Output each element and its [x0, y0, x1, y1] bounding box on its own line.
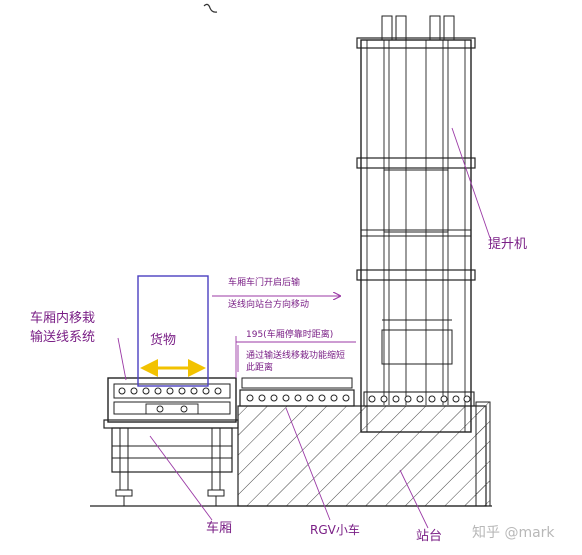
lift-rollers: [368, 395, 471, 403]
shrink-note-line-1: 通过输送线移栽功能缩短: [246, 351, 346, 361]
carriage-inner-label-1: 车厢内移栽: [30, 311, 96, 326]
lift-tower: [356, 15, 476, 433]
platform-ground: [90, 401, 492, 507]
shrink-note-line-2: 此距离: [246, 363, 274, 373]
carriage: [103, 377, 239, 506]
cargo-label: 货物: [150, 333, 177, 348]
carriage-rollers: [118, 387, 222, 395]
lift-label: 提升机: [488, 237, 528, 252]
carriage-label: 车厢: [206, 521, 233, 536]
leader-lines: [117, 127, 491, 529]
top-mark: [203, 3, 218, 13]
carriage-inner-label-2: 输送线系统: [30, 330, 96, 345]
door-note-line-1: 车厢车门开启后输: [228, 278, 301, 288]
rgv-cart: [239, 377, 355, 407]
platform-label: 站台: [416, 529, 443, 544]
watermark: 知乎 @mark: [472, 525, 555, 541]
distance-dimension: [235, 336, 356, 378]
rgv-label: RGV小车: [310, 523, 360, 537]
cargo-box: [137, 275, 209, 387]
door-note-line-2: 送线向站台方向移动: [228, 300, 310, 310]
rgv-rollers: [246, 394, 350, 402]
distance-note: 195(车厢停靠时距离): [246, 330, 334, 340]
